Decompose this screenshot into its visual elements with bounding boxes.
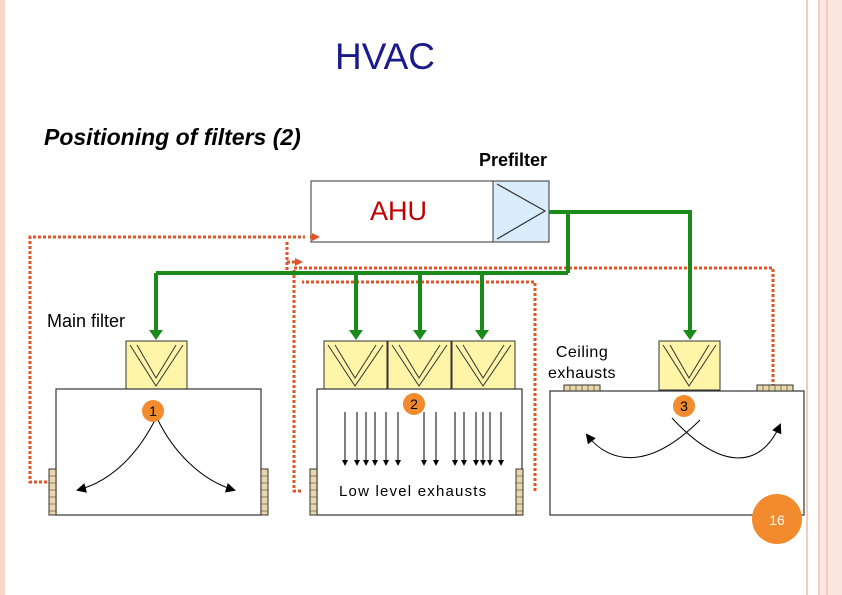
room-3-airflow: [585, 417, 782, 459]
main-filter-2c: [451, 340, 516, 391]
slide-title: HVAC: [334, 36, 436, 77]
prefilter-label: Prefilter: [479, 150, 548, 170]
exhaust-grille-hatching: [49, 475, 523, 512]
slide-frame-right-line: [806, 0, 808, 595]
room-3-number: 3: [680, 398, 688, 414]
room-3-marker: [673, 395, 695, 417]
slide-frame-left: [0, 0, 5, 595]
slide-subtitle: Positioning of filters (2): [44, 124, 301, 150]
ceiling-exhausts-line2: exhausts: [548, 365, 617, 382]
room-1-airflow: [76, 417, 236, 493]
room-3: [549, 390, 805, 516]
main-filter-3: [658, 340, 721, 391]
main-filter-2b: [387, 340, 452, 391]
room-2-airflow: [342, 412, 504, 466]
supply-arrowheads: [149, 330, 697, 340]
main-filter-label: Main filter: [47, 311, 126, 331]
slide-frame-right-line-inner: [826, 0, 828, 595]
room-2-marker: [403, 393, 425, 415]
ceiling-exhausts-label: Ceiling exhausts: [548, 342, 616, 384]
supply-duct: [154, 210, 692, 330]
prefilter-panel: [492, 180, 550, 243]
page-number-badge: 16: [752, 494, 802, 544]
low-level-exhausts-label: Low level exhausts: [339, 483, 488, 500]
room-1-number: 1: [149, 403, 157, 419]
exhaust-grilles: [48, 468, 524, 516]
slide-frame-right-band: [818, 0, 842, 595]
ceiling-exhausts-line1: Ceiling: [555, 344, 609, 361]
main-filter-2a: [323, 340, 388, 391]
return-duct: [28, 233, 775, 493]
main-filter-1: [125, 340, 188, 391]
room-1-marker: [142, 400, 164, 422]
room-2-number: 2: [410, 396, 418, 412]
ahu-label: AHU: [370, 196, 428, 226]
